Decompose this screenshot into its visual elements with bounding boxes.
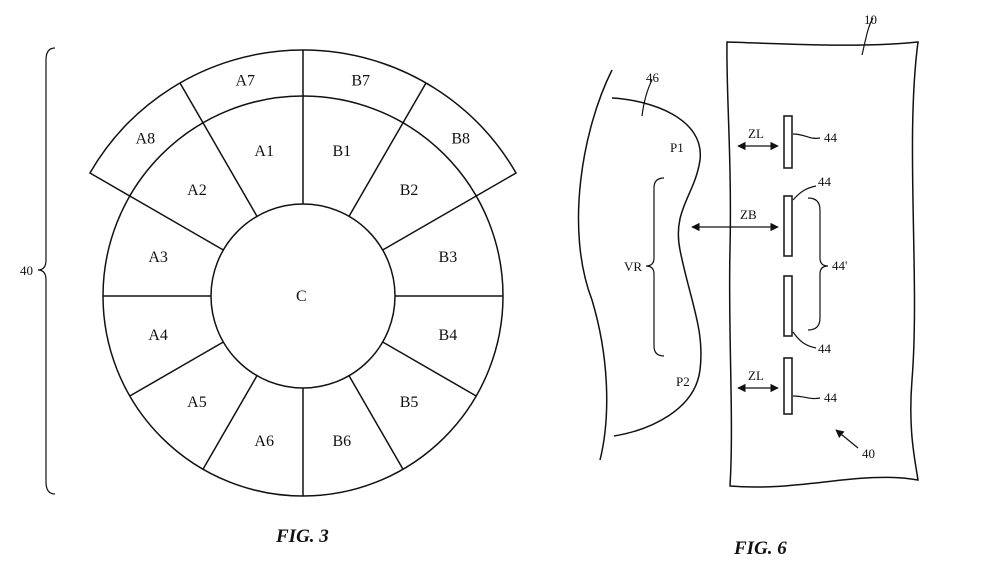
panel-outline-10 — [726, 41, 919, 488]
ref-44-group: 44' — [832, 258, 847, 273]
leader-10 — [861, 17, 874, 56]
ref-44-c: 44 — [818, 341, 832, 356]
ring-divider — [129, 195, 224, 251]
bracket-vr — [645, 177, 665, 357]
ref-10: 10 — [864, 12, 877, 27]
fig6-caption: FIG. 6 — [733, 538, 787, 559]
ring-divider — [382, 341, 477, 397]
label-zb: ZB — [740, 207, 757, 222]
ring-segment-label-b5: B5 — [400, 394, 419, 411]
leader-44-a — [792, 133, 821, 140]
brace-40 — [37, 47, 56, 495]
ring-divider — [348, 375, 404, 470]
brace-label-40: 40 — [20, 263, 33, 278]
element-44-2 — [783, 195, 793, 257]
ring-segment-label-a1: A1 — [254, 143, 274, 160]
ring-divider — [382, 195, 477, 251]
ring-divider — [202, 375, 258, 470]
label-vr: VR — [624, 259, 642, 274]
ref-40: 40 — [862, 446, 875, 461]
leader-44-d — [792, 395, 821, 400]
fig3-caption: FIG. 3 — [275, 526, 329, 547]
viewer-surface-46-inner — [611, 97, 702, 437]
center-label: C — [296, 288, 307, 305]
ring-segment-label-a3: A3 — [148, 249, 168, 266]
ref-46: 46 — [646, 70, 660, 85]
ref-44-b: 44 — [818, 174, 832, 189]
outer-segment-label-b8: B8 — [451, 130, 470, 147]
viewer-surface-46 — [577, 69, 613, 461]
label-zl-top: ZL — [748, 126, 764, 141]
leader-46 — [641, 79, 653, 117]
label-zl-bottom: ZL — [748, 368, 764, 383]
outer-segment-label-a8: A8 — [136, 130, 156, 147]
ref-44-d: 44 — [824, 390, 838, 405]
ring-segment-label-a2: A2 — [187, 182, 207, 199]
bracket-44-group — [807, 197, 829, 331]
ring-segment-label-a6: A6 — [254, 433, 274, 450]
ring-divider — [129, 341, 224, 397]
ring-divider — [348, 122, 404, 217]
outer-segment-label-b7: B7 — [351, 73, 370, 90]
ref-44-a: 44 — [824, 130, 838, 145]
outer-arc-divider — [179, 82, 204, 124]
ring-segment-label-b6: B6 — [332, 433, 351, 450]
ring-segment-label-b4: B4 — [439, 327, 458, 344]
element-44-3 — [783, 275, 793, 337]
center-circle — [210, 203, 396, 389]
element-44-1 — [783, 115, 793, 169]
outer-arc-divider — [402, 82, 427, 124]
ring-segment-label-b2: B2 — [400, 182, 419, 199]
ring-divider — [202, 122, 258, 217]
label-p2: P2 — [676, 374, 690, 389]
ring-segment-label-b1: B1 — [332, 143, 351, 160]
ring-segment-label-a5: A5 — [187, 394, 207, 411]
ring-segment-label-b3: B3 — [439, 249, 458, 266]
leader-44-b — [792, 185, 817, 201]
outer-segment-label-a7: A7 — [236, 73, 256, 90]
leader-44-c — [792, 331, 817, 349]
arrow-40 — [835, 429, 859, 449]
label-p1: P1 — [670, 140, 684, 155]
ring-segment-label-a4: A4 — [148, 327, 168, 344]
element-44-4 — [783, 357, 793, 415]
fig-6: 10 46 P1 P2 VR ZL ZB ZL 44 44 44 44 — [577, 12, 919, 559]
